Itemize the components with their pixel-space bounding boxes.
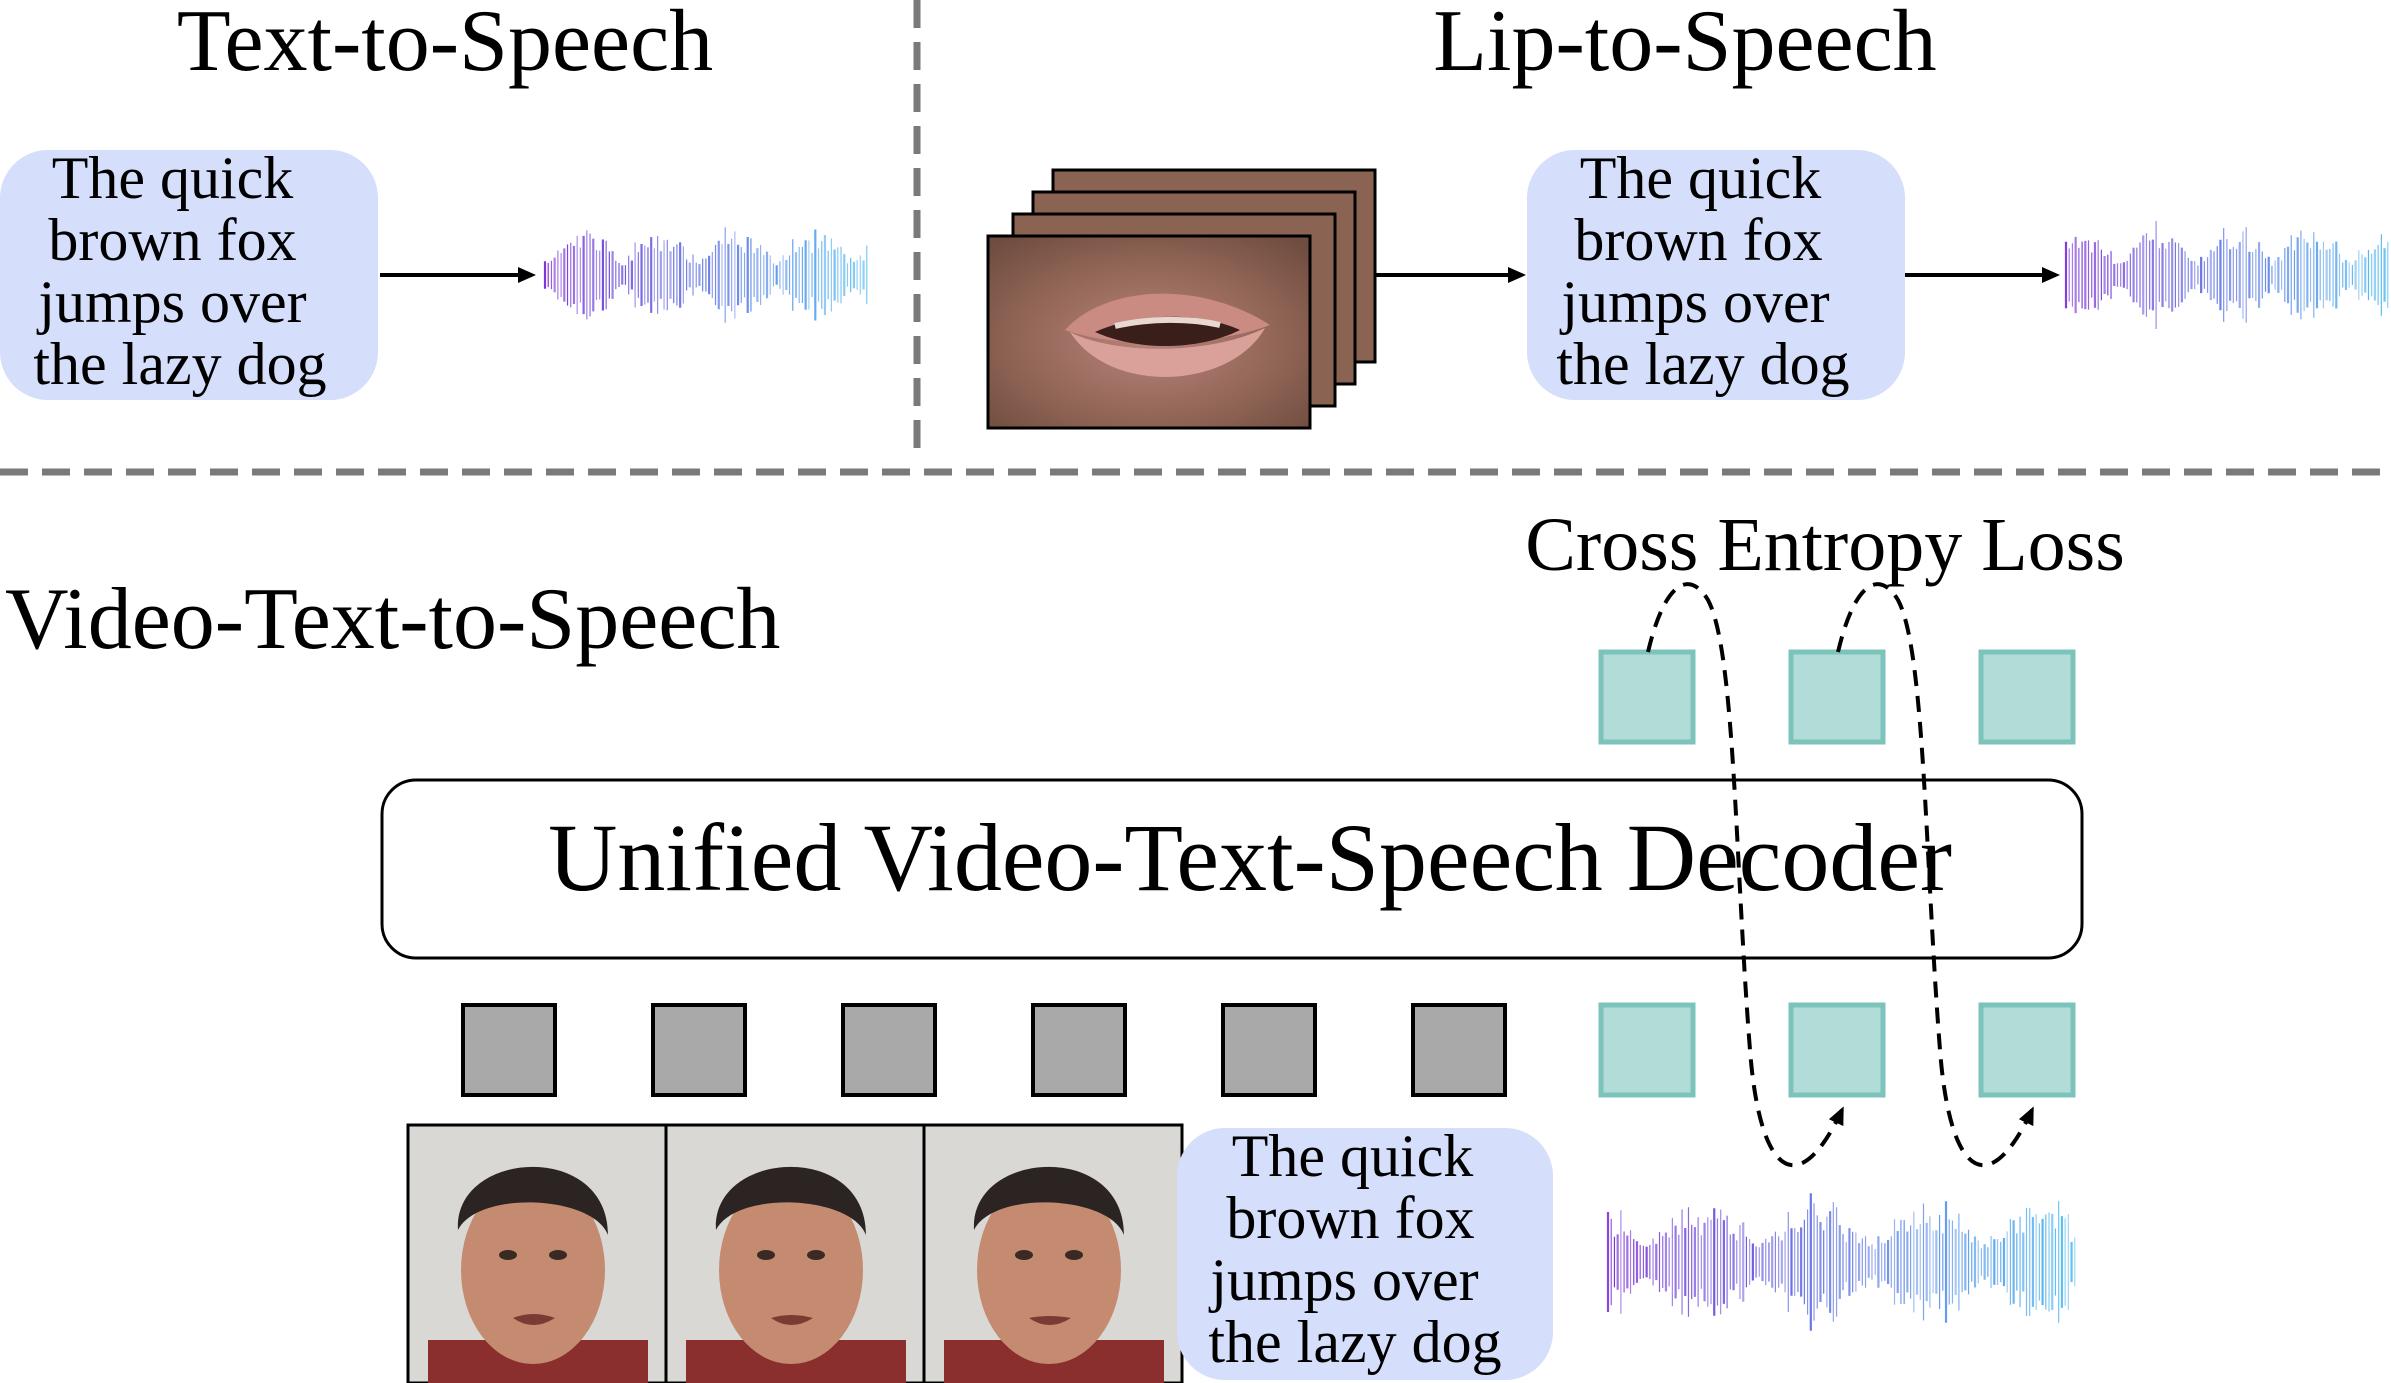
audio-waveform-icon	[543, 227, 870, 323]
input-speech-tokens	[1598, 1002, 2076, 1098]
video-token	[461, 1003, 557, 1097]
svg-text:The quick brown fox: The quick brown fox jumps over the lazy …	[1556, 145, 1849, 397]
text-line: the lazy dog	[33, 331, 326, 397]
face-frame	[922, 1123, 1184, 1383]
lts-title: Lip-to-Speech	[1433, 0, 1936, 90]
loss-curves	[1646, 582, 2034, 1168]
lip-frame-front	[986, 234, 1312, 430]
text-line: The quick	[1580, 145, 1822, 211]
lts-text-box: The quick brown fox jumps over the lazy …	[1527, 145, 1905, 400]
svg-text:The quick brown fox: The quick brown fox jumps over the lazy …	[1208, 1123, 1501, 1375]
text-line: jumps over	[36, 269, 306, 335]
text-line: The quick	[1232, 1123, 1474, 1189]
video-token	[1221, 1003, 1317, 1097]
tts-title: Text-to-Speech	[177, 0, 713, 90]
video-token	[651, 1003, 747, 1097]
loss-curve	[1836, 582, 2034, 1168]
audio-waveform-icon	[1606, 1193, 2078, 1331]
speech-token	[1788, 1002, 1886, 1098]
face-frame	[664, 1123, 926, 1383]
vtts-title: Video-Text-to-Speech	[5, 571, 780, 668]
text-line: brown fox	[1574, 207, 1822, 273]
speech-token	[1788, 649, 1886, 745]
vtts-text-box: The quick brown fox jumps over the lazy …	[1177, 1123, 1553, 1380]
speech-token	[1598, 649, 1696, 745]
video-token	[1031, 1003, 1127, 1097]
output-speech-tokens	[1598, 649, 2076, 745]
decoder-box: Unified Video-Text-Speech Decoder	[380, 778, 2084, 960]
text-line: brown fox	[48, 207, 296, 273]
speech-token	[1598, 1002, 1696, 1098]
speech-token	[1978, 1002, 2076, 1098]
text-line: jumps over	[1208, 1247, 1478, 1313]
text-line: the lazy dog	[1208, 1309, 1501, 1375]
svg-text:The quick brown fox: The quick brown fox jumps over the lazy …	[33, 145, 326, 397]
loss-label: Cross Entropy Loss	[1525, 503, 2125, 587]
decoder-label: Unified Video-Text-Speech Decoder	[548, 804, 1952, 911]
text-line: the lazy dog	[1556, 331, 1849, 397]
text-line: jumps over	[1559, 269, 1829, 335]
face-video-frames	[406, 1123, 1184, 1383]
lip-video-frames	[986, 168, 1377, 430]
loss-curve	[1646, 582, 1844, 1168]
speech-token	[1978, 649, 2076, 745]
face-frame	[406, 1123, 668, 1383]
video-token	[1411, 1003, 1507, 1097]
video-token	[841, 1003, 937, 1097]
audio-waveform-icon	[2064, 221, 2391, 329]
text-line: The quick	[52, 145, 294, 211]
video-tokens	[461, 1003, 1507, 1097]
tts-text-box: The quick brown fox jumps over the lazy …	[0, 145, 378, 400]
text-line: brown fox	[1226, 1185, 1474, 1251]
